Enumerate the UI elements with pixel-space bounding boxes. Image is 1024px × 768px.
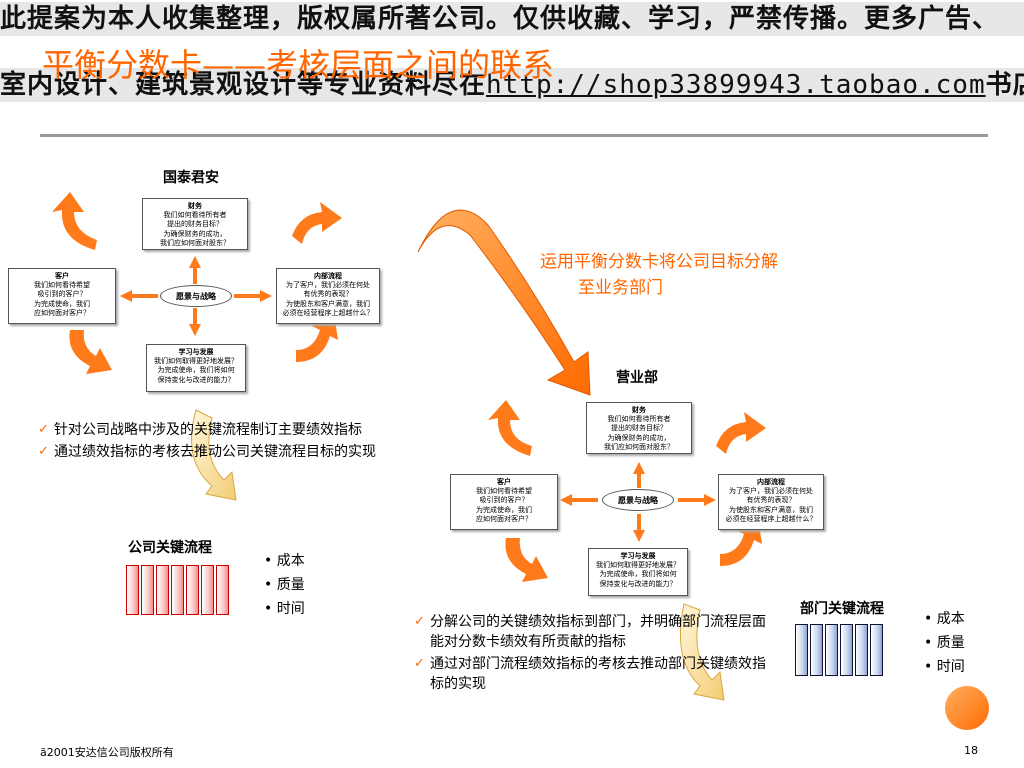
left-customer-box: 客户 我们如何看待希望 吸引到的客户？ 为完成使命，我们 应如何面对客户？ (8, 268, 116, 324)
watermark-banner-top: 此提案为本人收集整理，版权属所著公司。仅供收藏、学习，严禁传播。更多广告、 (0, 2, 1024, 36)
right-vision-strategy-oval: 愿景与战略 (602, 489, 674, 511)
process-bar (201, 565, 214, 615)
checkmark-icon: ✓ (414, 614, 425, 629)
callout-line-2: 至业务部门 (578, 278, 663, 298)
right-cycle-arrows (488, 400, 766, 582)
checkmark-icon: ✓ (38, 444, 49, 459)
checkmark-icon: ✓ (414, 656, 425, 671)
checkmark-icon: ✓ (38, 422, 49, 437)
process-bar (156, 565, 169, 615)
dept-process-bars (795, 624, 883, 676)
company-metric-cost: 成本 (264, 549, 305, 573)
left-internal-body: 为了客户，我们必须在何处 有优秀的表现？ 为使股东和客户满意，我们 必须在经营程… (282, 280, 374, 318)
right-learning-body: 我们如何取得更好地发展？ 为完成使命，我们将如何 保持变化与改进的能力？ (596, 560, 680, 588)
company-metrics: 成本 质量 时间 (264, 549, 305, 621)
left-learning-box: 学习与发展 我们如何取得更好地发展？ 为完成使命，我们将如何 保持变化与改进的能… (146, 344, 246, 392)
left-customer-heading: 客户 (55, 271, 69, 280)
process-bar (186, 565, 199, 615)
left-learning-body: 我们如何取得更好地发展？ 为完成使命，我们将如何 保持变化与改进的能力？ (154, 356, 238, 384)
left-vision-strategy-oval: 愿景与战略 (160, 285, 232, 307)
right-customer-box: 客户 我们如何看待希望 吸引到的客户？ 为完成使命，我们 应如何面对客户？ (450, 474, 558, 530)
left-learning-heading: 学习与发展 (178, 347, 214, 356)
right-learning-box: 学习与发展 我们如何取得更好地发展？ 为完成使命，我们将如何 保持变化与改进的能… (588, 548, 688, 596)
left-bullet-1: ✓ 针对公司战略中涉及的关键流程制订主要绩效指标 (38, 420, 410, 440)
callout-line-1: 运用平衡分数卡将公司目标分解 (540, 252, 778, 272)
dept-metrics: 成本 质量 时间 (924, 607, 965, 679)
right-bullet-2: ✓ 通过对部门流程绩效指标的考核去推动部门关键绩效指标的实现 (414, 654, 766, 694)
right-customer-body: 我们如何看待希望 吸引到的客户？ 为完成使命，我们 应如何面对客户？ (476, 486, 532, 524)
process-bar (126, 565, 139, 615)
process-bar (171, 565, 184, 615)
right-internal-body: 为了客户，我们必须在何处 有优秀的表现？ 为使股东和客户满意，我们 必须在经营程… (725, 486, 817, 524)
dept-process-label: 部门关键流程 (800, 601, 884, 617)
page-number: 18 (964, 744, 978, 757)
dept-metric-time: 时间 (924, 655, 965, 679)
process-bar (870, 624, 883, 676)
right-bullet-list: ✓分解公司的关键绩效指标到部门，并明确部门流程层面能对分数卡绩效有所贡献的指标 … (414, 612, 766, 696)
dept-metric-cost: 成本 (924, 607, 965, 631)
copyright-footer: ã2001安达信公司版权所有 (40, 746, 174, 759)
banner-prefix: 室内设计、建筑景观设计等专业资料尽在 (0, 70, 487, 100)
right-connector-arrows (560, 462, 716, 542)
slide-title: 平衡分数卡——考核层面之间的联系 (42, 46, 555, 84)
right-finance-box: 财务 我们如何看待所有者 提出的财务目标？ 为确保财务的成功， 我们应如何面对股… (586, 402, 692, 454)
process-bar (810, 624, 823, 676)
left-connector-arrows (120, 256, 272, 336)
company-metric-quality: 质量 (264, 573, 305, 597)
right-finance-heading: 财务 (632, 405, 646, 414)
right-internal-box: 内部流程 为了客户，我们必须在何处 有优秀的表现？ 为使股东和客户满意，我们 必… (718, 474, 824, 530)
left-internal-heading: 内部流程 (314, 271, 342, 280)
banner-suffix: 书店 (985, 70, 1024, 100)
process-bar (840, 624, 853, 676)
left-bullet-2: ✓ 通过绩效指标的考核去推动公司关键流程目标的实现 (38, 442, 410, 462)
yellow-arrow-right (679, 603, 725, 701)
right-diagram-title: 营业部 (616, 370, 658, 386)
callout-text: 运用平衡分数卡将公司目标分解 至业务部门 (540, 249, 778, 301)
left-internal-box: 内部流程 为了客户，我们必须在何处 有优秀的表现？ 为使股东和客户满意，我们 必… (276, 268, 380, 324)
right-internal-heading: 内部流程 (757, 477, 785, 486)
left-bullet-list: ✓ 针对公司战略中涉及的关键流程制订主要绩效指标 ✓ 通过绩效指标的考核去推动公司关… (38, 420, 410, 464)
right-bullet-2-text: 通过对部门流程绩效指标的考核去推动部门关键绩效指标的实现 (430, 656, 766, 692)
dept-metric-quality: 质量 (924, 631, 965, 655)
right-bullet-1: ✓ 分解公司的关键绩效指标到部门，并明确部门流程层面能对分数卡绩效有所贡献的指标 (414, 612, 766, 652)
right-learning-heading: 学习与发展 (620, 551, 656, 560)
left-bullet-2-text: 通过绩效指标的考核去推动公司关键流程目标的实现 (54, 444, 376, 460)
left-finance-heading: 财务 (188, 201, 202, 210)
process-bar (141, 565, 154, 615)
title-divider (40, 134, 988, 137)
company-metric-time: 时间 (264, 597, 305, 621)
process-bar (795, 624, 808, 676)
company-process-label: 公司关键流程 (128, 540, 212, 556)
company-process-bars (126, 565, 229, 615)
banner-shop-link[interactable]: http://shop33899943.taobao.com (486, 70, 986, 100)
process-bar (216, 565, 229, 615)
left-cycle-arrows (52, 192, 342, 374)
right-finance-body: 我们如何看待所有者 提出的财务目标？ 为确保财务的成功， 我们应如何面对股东？ (604, 414, 674, 452)
big-curved-arrow (417, 209, 591, 396)
orange-ball-icon (945, 686, 989, 730)
left-finance-body: 我们如何看待所有者 提出的财务目标？ 为确保财务的成功， 我们应如何面对股东？ (160, 210, 230, 248)
process-bar (825, 624, 838, 676)
process-bar (855, 624, 868, 676)
yellow-arrow-left (191, 409, 237, 501)
left-finance-box: 财务 我们如何看待所有者 提出的财务目标？ 为确保财务的成功， 我们应如何面对股… (142, 198, 248, 250)
right-bullet-1-text: 分解公司的关键绩效指标到部门，并明确部门流程层面能对分数卡绩效有所贡献的指标 (430, 614, 766, 650)
right-customer-heading: 客户 (497, 477, 511, 486)
left-bullet-1-text: 针对公司战略中涉及的关键流程制订主要绩效指标 (54, 422, 362, 438)
left-customer-body: 我们如何看待希望 吸引到的客户？ 为完成使命，我们 应如何面对客户？ (34, 280, 90, 318)
left-diagram-title: 国泰君安 (163, 170, 219, 186)
watermark-banner-bottom: 室内设计、建筑景观设计等专业资料尽在http://shop33899943.ta… (0, 68, 1024, 102)
